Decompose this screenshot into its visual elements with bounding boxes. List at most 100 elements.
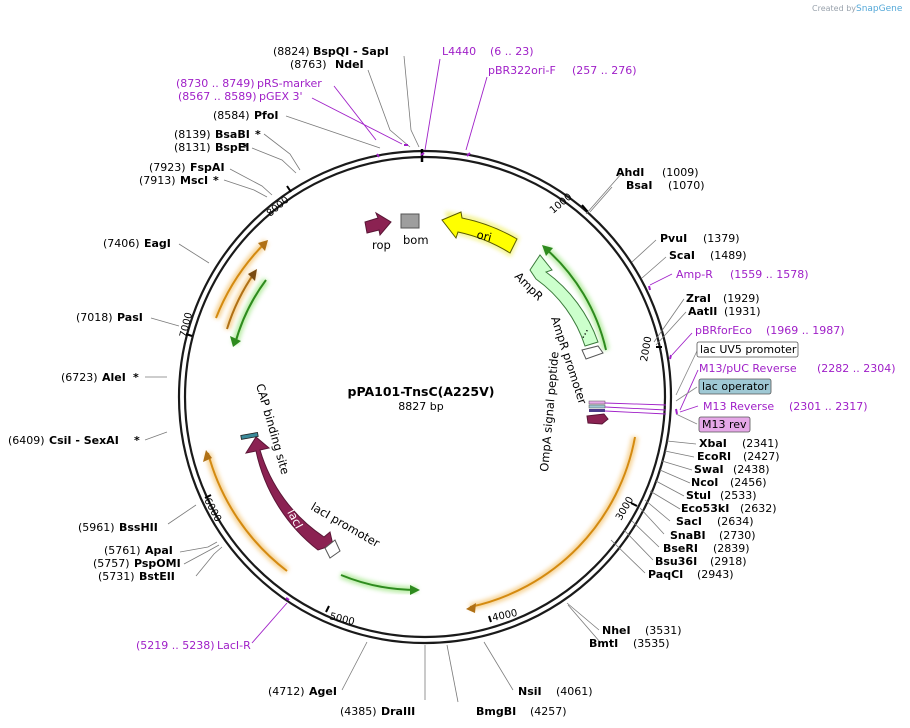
site-pos: (3531): [645, 624, 682, 637]
site-pos: (5961): [78, 521, 115, 534]
primer-range: (1559 .. 1578): [730, 268, 809, 281]
primer-site-mark: [420, 152, 425, 156]
arrowhead: [230, 336, 241, 347]
primer-leader-line: [333, 85, 377, 141]
site-pos: (2341): [742, 437, 779, 450]
tick-mark: [581, 204, 589, 213]
inner-features: [240, 211, 609, 559]
site-zrai: ZraI: [686, 292, 711, 305]
primer-m13-puc-reverse: M13/pUC Reverse: [699, 362, 797, 375]
leader-line: [661, 460, 693, 471]
primer-site-mark: [466, 152, 471, 157]
site-pos: (6409): [8, 434, 45, 447]
tick-label-2000: 2000: [639, 336, 654, 363]
site-pos: (7913): [139, 174, 176, 187]
green-arc-glow: [231, 277, 269, 345]
primer-site-mark: [376, 153, 380, 158]
tick-mark: [630, 502, 638, 507]
site-nsii: NsiI: [518, 685, 542, 698]
leader-line: [263, 133, 301, 171]
leader-line: [655, 480, 685, 497]
leader-line: [144, 431, 168, 441]
orange-arc-glow: [469, 436, 639, 611]
leader-line: [179, 541, 218, 553]
site-bspei-star: *: [242, 141, 248, 154]
lac-operator-label: lac operator: [702, 380, 769, 393]
leader-line: [644, 499, 671, 522]
site-pos: (1931): [724, 305, 761, 318]
leader-line: [167, 504, 197, 525]
primer-site-mark: [675, 408, 678, 415]
ampr-promoter-box: [581, 345, 604, 360]
site-pos: (5731): [98, 570, 135, 583]
arrowhead: [410, 585, 420, 595]
tick-mark: [286, 185, 292, 193]
leader-line: [285, 115, 381, 149]
primer-range: (1969 .. 1987): [766, 324, 845, 337]
site-pos: (4385): [340, 705, 377, 718]
leader-line: [653, 298, 685, 343]
leader-line: [566, 602, 600, 631]
primer-range: (8730 .. 8749): [176, 77, 255, 90]
site-bsai: BsaI: [626, 179, 652, 192]
site-pfoi: PfoI: [254, 109, 279, 122]
primer-site-mark: [669, 354, 672, 360]
enzyme-labels: (8824) BspQI - SapI (8763) NdeI (8584) P…: [8, 45, 780, 718]
bom-label: bom: [403, 233, 429, 247]
site-msci: MscI: [180, 174, 208, 187]
primer-laci-r: LacI-R: [217, 639, 251, 652]
primer-m13-reverse: M13 Reverse: [703, 400, 774, 413]
primer-leader-line: [424, 58, 441, 151]
site-aatii: AatII: [688, 305, 717, 318]
primer-pbrforeco: pBRforEco: [695, 324, 752, 337]
site-alei: AleI: [102, 371, 126, 384]
primer-range: (257 .. 276): [572, 64, 637, 77]
site-bsabi: BsaBI: [215, 128, 250, 141]
site-bmti: BmtI: [589, 637, 618, 650]
tick-label-8000: 8000: [265, 195, 292, 220]
primer-leader-line: [671, 332, 693, 356]
box-leader-line: [675, 350, 698, 396]
leader-line: [567, 604, 601, 643]
site-ndei: NdeI: [335, 58, 364, 71]
ompa-label: OmpA signal peptide: [537, 351, 561, 472]
leader-line: [623, 529, 654, 561]
leader-line: [223, 179, 268, 198]
primer-pgex3: pGEX 3': [259, 90, 303, 103]
leader-line: [403, 55, 420, 148]
orf-mini-box: [589, 409, 605, 412]
site-pos: (3535): [633, 637, 670, 650]
site-pos: (8763): [290, 58, 327, 71]
leader-line: [610, 539, 646, 574]
leader-lines: [144, 55, 697, 703]
leader-line: [341, 641, 368, 691]
arrowhead: [542, 245, 553, 256]
leader-line: [150, 317, 180, 327]
primer-range: (2282 .. 2304): [817, 362, 896, 375]
site-pos: (1070): [668, 179, 705, 192]
site-msci-star: *: [213, 174, 219, 187]
site-pos: (5757): [93, 557, 130, 570]
orange-arc: [207, 452, 288, 572]
arrowhead: [203, 450, 212, 462]
cap-binding-box: [240, 432, 259, 440]
site-pos: (8139): [174, 128, 211, 141]
primer-labels: L4440 (6 .. 23) pBR322ori-F (257 .. 276)…: [136, 45, 896, 652]
site-eagi: EagI: [144, 237, 171, 250]
site-stui: StuI: [686, 489, 711, 502]
site-pos: (5761): [104, 544, 141, 557]
site-eco53ki: Eco53kI: [681, 502, 729, 515]
primer-range: (2301 .. 2317): [789, 400, 868, 413]
plasmid-name: pPA101-TnsC(A225V): [348, 384, 495, 399]
site-pos: (2839): [713, 542, 750, 555]
box-leader-line: [675, 386, 698, 402]
leader-line: [631, 239, 657, 263]
primer-l4440: L4440: [442, 45, 476, 58]
site-csii-sexai-star: *: [134, 434, 140, 447]
tick-label-1000: 1000: [548, 192, 575, 217]
tick-mark: [204, 494, 212, 499]
site-pos: (7018): [76, 311, 113, 324]
arrowhead: [248, 269, 257, 281]
tick-mark: [488, 615, 492, 623]
